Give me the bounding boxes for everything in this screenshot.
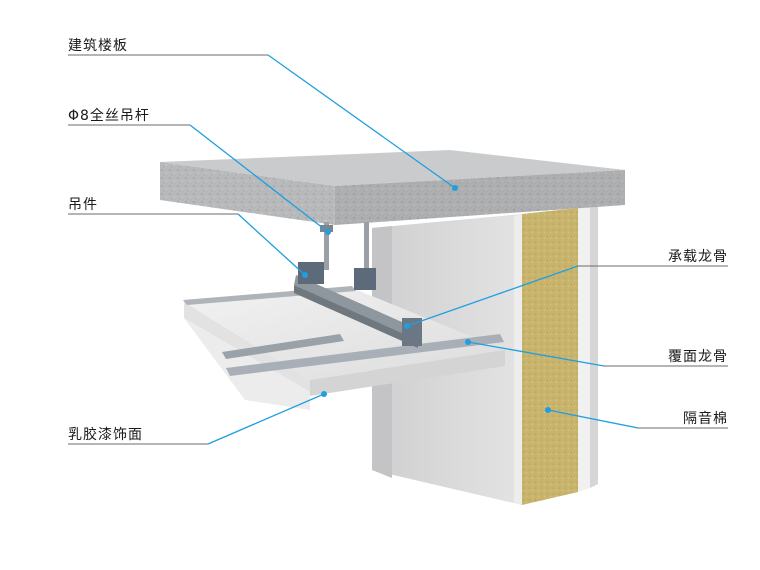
hanger-rods — [320, 222, 369, 272]
label-latex-finish: 乳胶漆饰面 — [68, 426, 143, 443]
insulation-wool — [514, 206, 598, 505]
main-keel — [294, 262, 422, 348]
label-insulation: 隔音棉 — [683, 410, 728, 427]
label-hanger-rod: Φ8全丝吊杆 — [68, 107, 150, 124]
leader-lines — [68, 54, 728, 445]
labels: 建筑楼板 Φ8全丝吊杆 吊件 承载龙骨 覆面龙骨 隔音棉 乳胶漆饰面 — [68, 38, 728, 443]
label-floor-slab: 建筑楼板 — [68, 38, 128, 54]
label-hanger: 吊件 — [68, 197, 98, 213]
concrete-floor-slab — [160, 150, 625, 225]
label-main-keel: 承载龙骨 — [668, 249, 728, 265]
label-cover-keel: 覆面龙骨 — [668, 349, 728, 365]
